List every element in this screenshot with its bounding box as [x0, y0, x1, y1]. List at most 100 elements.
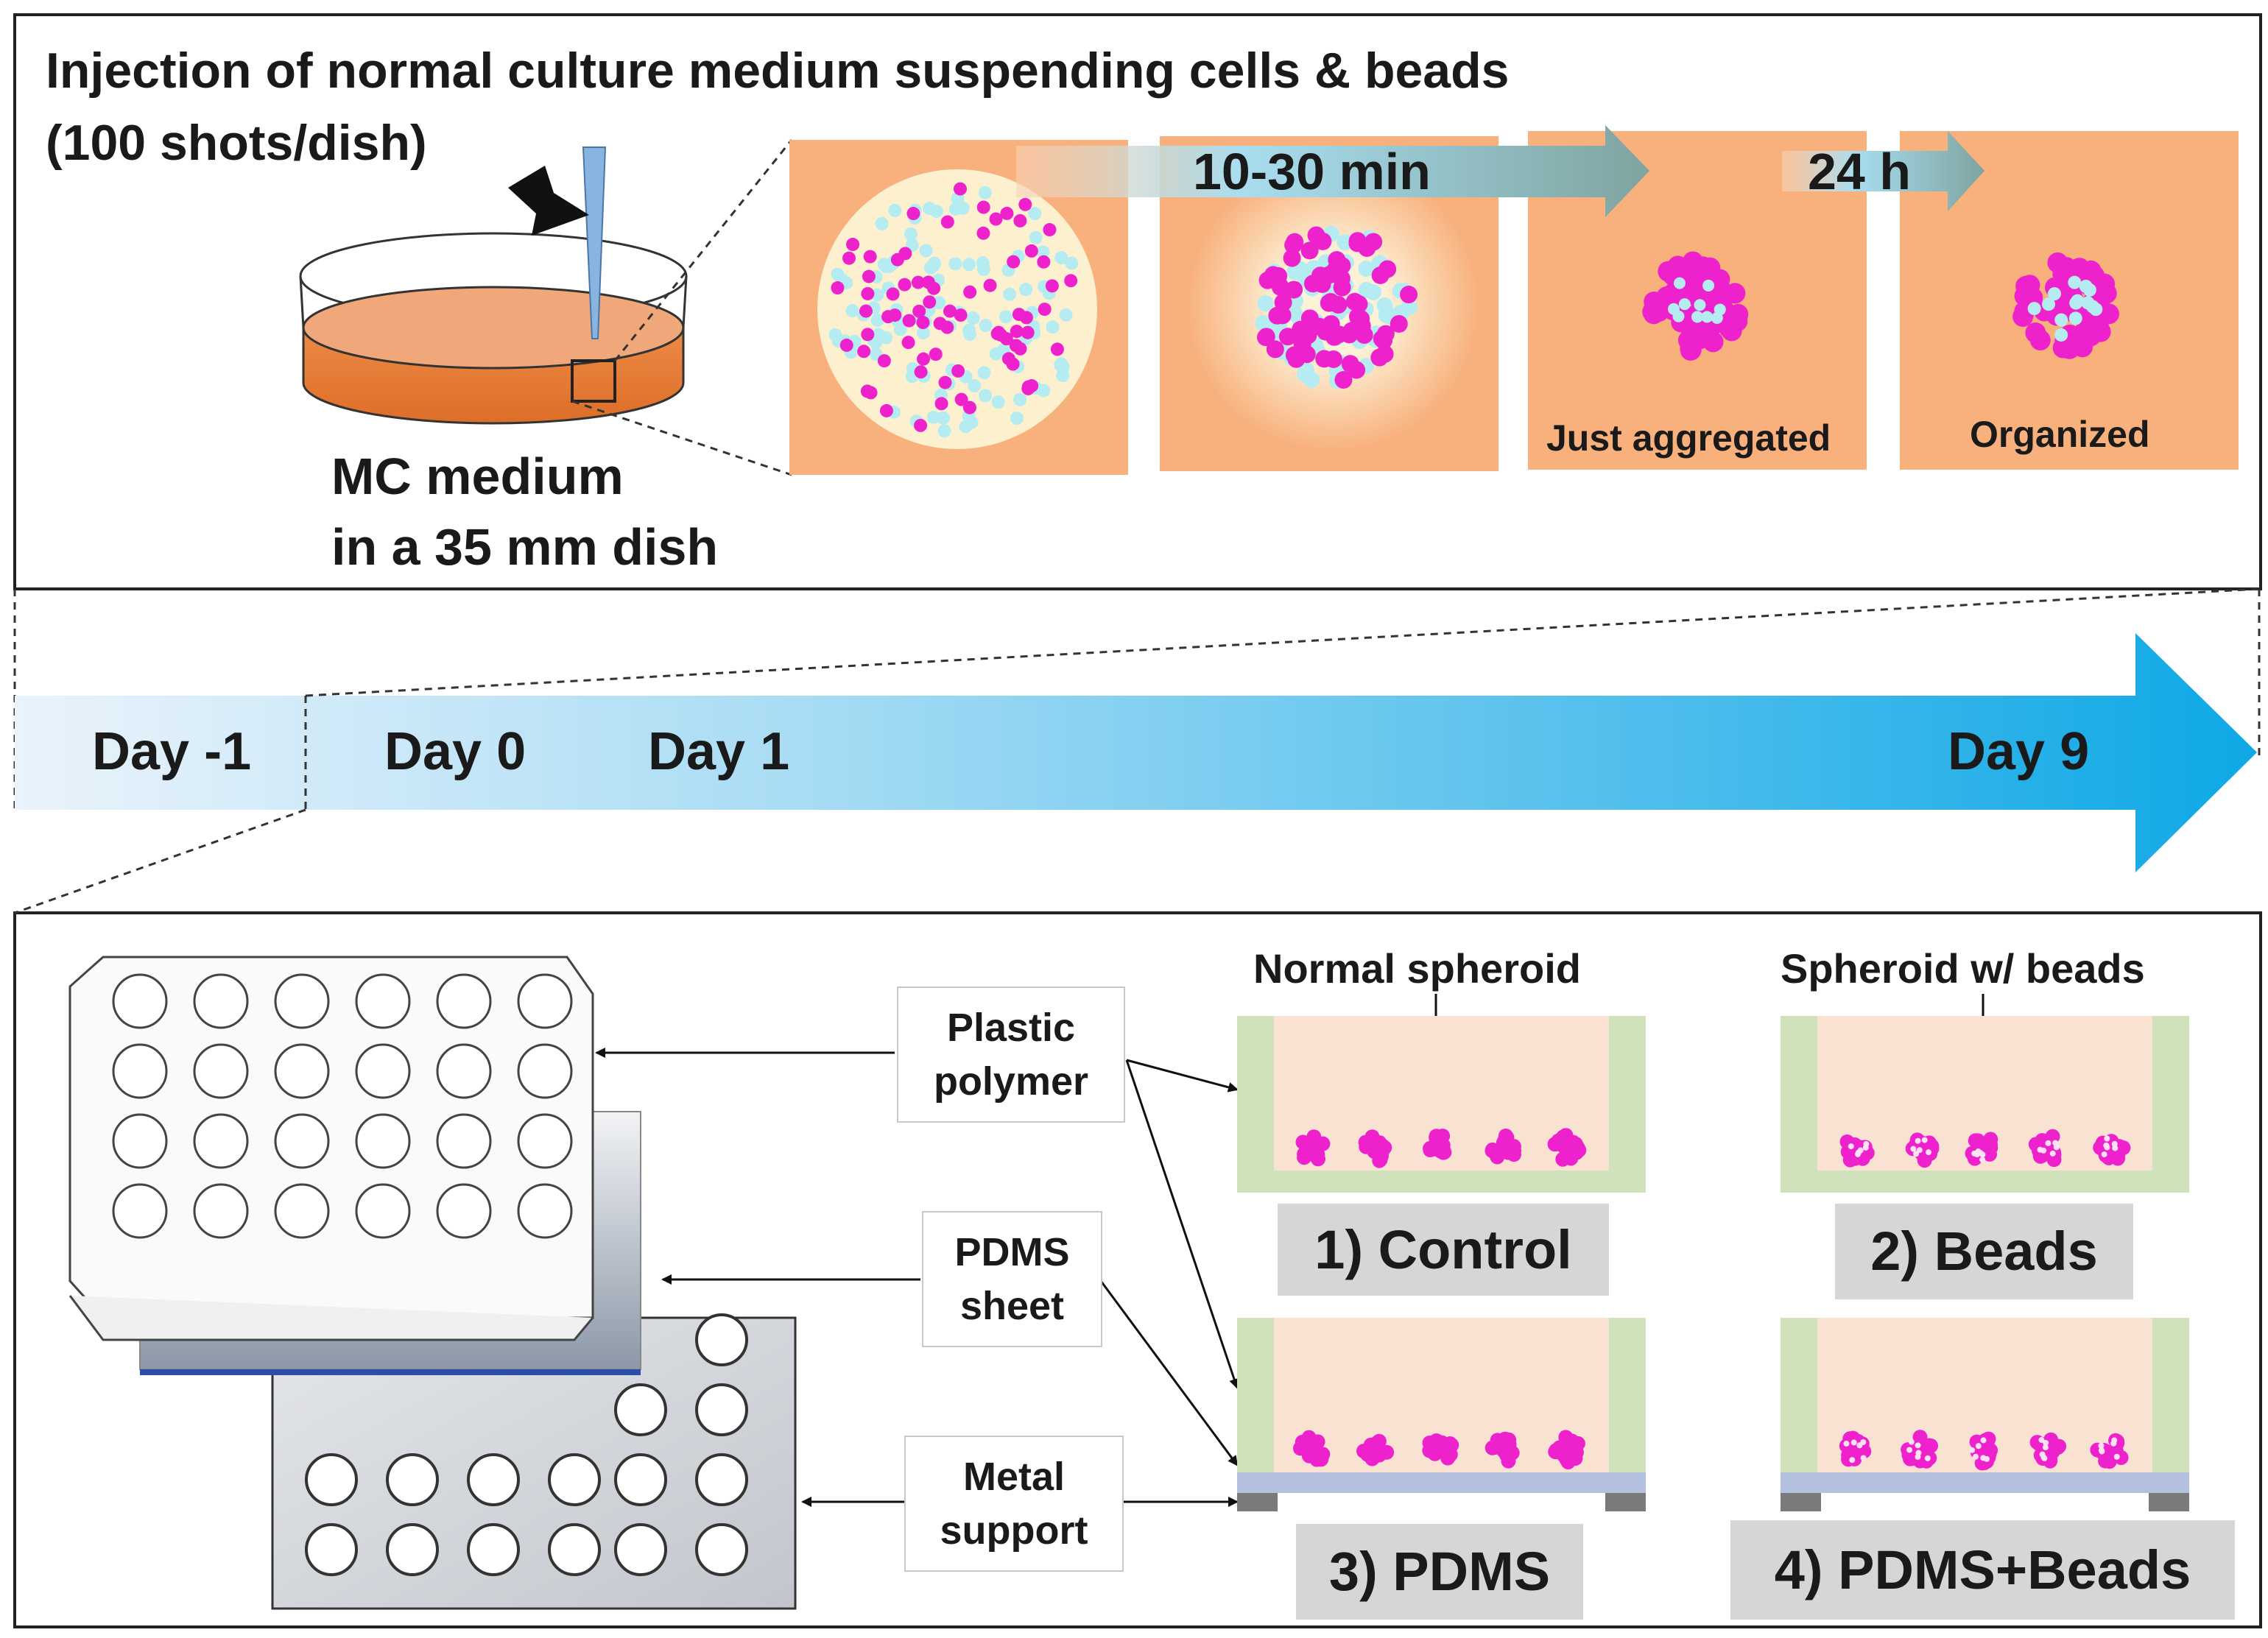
spheroid-cell: [1379, 1444, 1395, 1460]
bead: [1358, 261, 1375, 278]
plastic-line2: polymer: [933, 1059, 1089, 1104]
bead: [948, 257, 962, 271]
plate-well: [112, 1113, 168, 1169]
well-pdms: [1237, 1318, 1646, 1511]
metal-support-plate: [271, 1313, 797, 1610]
cell: [1364, 233, 1383, 251]
plate-well: [436, 973, 492, 1029]
spheroid-cell: [1555, 1151, 1571, 1167]
bead: [1673, 277, 1686, 289]
spheroid-cell: [1375, 1138, 1390, 1154]
cell: [1010, 325, 1024, 339]
cell: [1370, 348, 1389, 367]
well-control: [1237, 1016, 1646, 1193]
bead: [904, 227, 918, 241]
cell: [839, 338, 853, 352]
timeline-day-0: Day 0: [384, 722, 526, 781]
cell: [963, 285, 977, 299]
cell: [861, 286, 875, 300]
timeline-day-1: Day 1: [648, 722, 790, 781]
bead: [2069, 296, 2083, 310]
time-step-label-1: 10-30 min: [1193, 143, 1431, 200]
bead: [991, 395, 1005, 409]
cell: [940, 215, 954, 229]
cell: [1283, 249, 1301, 267]
spheroid-cell: [1571, 1143, 1587, 1158]
spheroid-cell: [1497, 1436, 1512, 1452]
cell: [1324, 350, 1342, 368]
bottom-panel-frame: [13, 911, 2262, 1628]
spheroid-bead: [2111, 1140, 2118, 1147]
stage-label-just-aggregated: Just aggregated: [1546, 417, 1831, 459]
bead: [1003, 287, 1017, 301]
cell: [916, 352, 930, 366]
bead: [1702, 279, 1715, 292]
spheroid-bead: [2101, 1151, 2107, 1158]
timeline-day-9: Day 9: [1948, 722, 2090, 781]
bead: [875, 216, 889, 230]
cell: [1021, 380, 1035, 394]
spheroid-bead: [1910, 1145, 1917, 1152]
cell: [1001, 352, 1015, 366]
spheroid-bead: [1913, 1151, 1920, 1157]
plate-well: [112, 973, 168, 1029]
cell: [2012, 306, 2034, 327]
plate-well: [112, 1043, 168, 1099]
spheroid-cell: [1499, 1130, 1515, 1145]
bead: [2079, 279, 2093, 293]
spheroid-bead: [1915, 1450, 1922, 1456]
cell: [929, 347, 943, 361]
bead: [928, 256, 942, 270]
cell: [1345, 292, 1364, 311]
cell: [846, 238, 860, 252]
spheroid-bead: [1848, 1143, 1854, 1150]
timeline-arrow: [15, 633, 2257, 872]
plate-well: [193, 1113, 249, 1169]
cell: [857, 345, 871, 359]
bead: [1037, 384, 1051, 398]
spheroid-bead: [2040, 1147, 2047, 1154]
plate-well: [193, 1183, 249, 1239]
spheroid-cell: [1978, 1441, 1993, 1457]
bead: [1054, 357, 1068, 371]
cell: [1320, 266, 1339, 284]
cell: [1274, 293, 1292, 311]
bead: [1364, 283, 1381, 300]
spheroid-bead: [2099, 1448, 2105, 1455]
cell: [902, 314, 916, 328]
support-hole: [305, 1523, 358, 1576]
spheroid-bead: [1906, 1447, 1913, 1453]
cell: [898, 278, 912, 292]
spheroid-cell: [1917, 1153, 1932, 1168]
bead: [1691, 311, 1704, 323]
cell: [879, 403, 893, 417]
cell: [1721, 320, 1742, 342]
plate-well: [436, 1043, 492, 1099]
bead: [979, 389, 993, 403]
bead: [1701, 311, 1714, 323]
spheroid-cell: [1428, 1141, 1443, 1157]
cell: [1400, 286, 1418, 304]
cell: [992, 325, 1006, 339]
stage-label-organized: Organized: [1970, 414, 2150, 455]
plate-well: [274, 1113, 330, 1169]
cell: [912, 304, 926, 318]
spheroid-bead: [1980, 1455, 1987, 1461]
spheroid-cell: [1372, 1153, 1387, 1168]
bead: [831, 267, 845, 281]
spheroid-bead: [1843, 1440, 1850, 1447]
cell: [916, 316, 930, 330]
bead: [1046, 320, 1060, 334]
spheroid-bead: [2045, 1140, 2052, 1146]
plate-well: [517, 1043, 573, 1099]
bead: [1036, 245, 1050, 259]
cell: [954, 392, 968, 406]
bead: [2047, 287, 2061, 301]
cell: [934, 397, 948, 411]
bead: [845, 304, 859, 318]
bead: [888, 203, 902, 217]
bead: [2089, 303, 2103, 317]
spheroid-bead: [2038, 1437, 2045, 1444]
cell: [1268, 306, 1286, 325]
